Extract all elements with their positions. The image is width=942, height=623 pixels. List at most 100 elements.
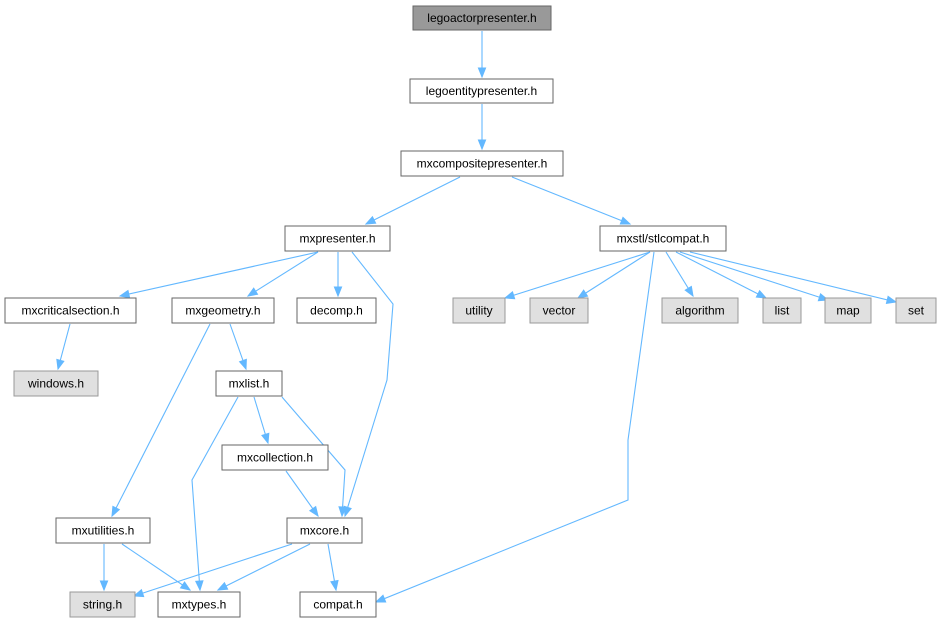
edge-arrowhead	[308, 505, 319, 518]
node-label: compat.h	[313, 598, 362, 612]
node-label: legoactorpresenter.h	[427, 11, 536, 25]
node-mxgeometry[interactable]: mxgeometry.h	[171, 297, 275, 324]
edge-arrowhead	[885, 295, 898, 304]
node-box	[400, 150, 564, 177]
node-label: vector	[543, 304, 576, 318]
edge-arrowhead	[338, 506, 347, 518]
node-set: set	[895, 297, 937, 324]
edge-line	[679, 251, 829, 301]
edge-arrowhead	[477, 139, 487, 151]
node-box	[661, 297, 739, 324]
edge-stlcompat-to-list	[675, 251, 768, 299]
node-label: utility	[465, 304, 492, 318]
node-label: mxcollection.h	[237, 451, 313, 465]
edge-line	[281, 396, 346, 517]
edge-stlcompat-to-vector	[576, 251, 651, 299]
edge-mxlist-to-mxcore	[281, 396, 347, 518]
node-label: decomp.h	[310, 304, 363, 318]
edge-legoactorpresenter-to-legoentitypresenter	[477, 31, 487, 79]
node-mxutilities[interactable]: mxutilities.h	[55, 517, 151, 544]
node-box	[895, 297, 937, 324]
node-mxcompositepresenter[interactable]: mxcompositepresenter.h	[400, 150, 564, 177]
edge-arrowhead	[330, 579, 339, 592]
edge-arrowhead	[684, 285, 694, 298]
node-box	[171, 297, 275, 324]
node-label: list	[775, 304, 790, 318]
edge-arrowhead	[261, 432, 270, 445]
node-utility: utility	[452, 297, 506, 324]
node-box	[4, 297, 137, 324]
node-box	[157, 591, 241, 618]
node-mxcore[interactable]: mxcore.h	[286, 517, 363, 544]
node-box	[452, 297, 506, 324]
edge-arrowhead	[99, 580, 109, 592]
node-label: map	[836, 304, 860, 318]
node-stlcompat[interactable]: mxstl/stlcompat.h	[599, 225, 727, 252]
edge-mxpresenter-to-decomp	[333, 252, 343, 298]
node-decomp[interactable]: decomp.h	[296, 297, 377, 324]
node-mxpresenter[interactable]: mxpresenter.h	[284, 225, 391, 252]
node-mxcollection[interactable]: mxcollection.h	[221, 444, 329, 471]
node-legoentitypresenter[interactable]: legoentitypresenter.h	[409, 78, 554, 104]
node-box	[221, 444, 329, 471]
node-compat[interactable]: compat.h	[299, 591, 377, 618]
node-algorithm: algorithm	[661, 297, 739, 324]
node-label: mxcore.h	[300, 524, 349, 538]
edge-arrowhead	[118, 289, 131, 299]
edge-mxcore-to-compat	[327, 543, 339, 592]
node-box	[13, 370, 99, 397]
edge-mxlist-to-mxtypes	[191, 396, 239, 592]
edge-legoentitypresenter-to-mxcompositepresenter	[477, 104, 487, 151]
edge-arrowhead	[364, 215, 377, 225]
edge-mxpresenter-to-mxcriticalsection	[118, 251, 319, 299]
edge-line	[577, 251, 651, 299]
node-mxcriticalsection[interactable]: mxcriticalsection.h	[4, 297, 137, 324]
node-mxlist[interactable]: mxlist.h	[215, 370, 283, 397]
node-box	[762, 297, 802, 324]
edge-mxutilities-to-mxtypes	[121, 543, 192, 591]
node-list: list	[762, 297, 802, 324]
edge-mxutilities-to-string	[99, 544, 109, 592]
edge-arrowhead	[179, 581, 192, 591]
node-box	[824, 297, 872, 324]
edge-arrowhead	[246, 287, 259, 297]
edge-line	[191, 396, 239, 591]
node-label: mxutilities.h	[72, 524, 135, 538]
node-box	[409, 78, 554, 104]
node-mxtypes[interactable]: mxtypes.h	[157, 591, 241, 618]
edge-mxgeometry-to-mxutilities	[111, 323, 211, 518]
node-label: mxstl/stlcompat.h	[617, 232, 710, 246]
edge-line	[375, 251, 655, 603]
node-box	[55, 517, 151, 544]
edge-arrowhead	[132, 588, 145, 598]
node-label: mxtypes.h	[172, 598, 227, 612]
edge-stlcompat-to-map	[679, 251, 830, 302]
node-label: string.h	[83, 598, 122, 612]
edge-arrowhead	[619, 216, 632, 225]
node-box	[529, 297, 589, 324]
edge-mxpresenter-to-mxcore	[343, 251, 394, 518]
node-vector: vector	[529, 297, 589, 324]
edge-line	[217, 543, 311, 591]
node-label: algorithm	[675, 304, 724, 318]
node-label: mxpresenter.h	[299, 232, 375, 246]
node-box	[599, 225, 727, 252]
nodes-layer: legoactorpresenter.h legoentitypresenter.…	[4, 5, 937, 618]
edge-arrowhead	[111, 505, 121, 518]
edge-stlcompat-to-utility	[503, 251, 651, 300]
node-label: mxlist.h	[229, 377, 270, 391]
node-box	[296, 297, 377, 324]
edge-mxcompositepresenter-to-mxpresenter	[364, 176, 461, 225]
node-label: legoentitypresenter.h	[426, 84, 537, 98]
node-box	[299, 591, 377, 618]
node-legoactorpresenter[interactable]: legoactorpresenter.h	[412, 5, 552, 31]
node-box	[284, 225, 391, 252]
node-label: mxcompositepresenter.h	[417, 157, 548, 171]
edge-arrowhead	[216, 581, 229, 591]
edge-arrowhead	[56, 358, 65, 371]
edge-mxcompositepresenter-to-stlcompat	[511, 176, 632, 225]
edge-line	[247, 251, 319, 297]
node-label: mxcriticalsection.h	[21, 304, 119, 318]
node-box	[412, 5, 552, 31]
